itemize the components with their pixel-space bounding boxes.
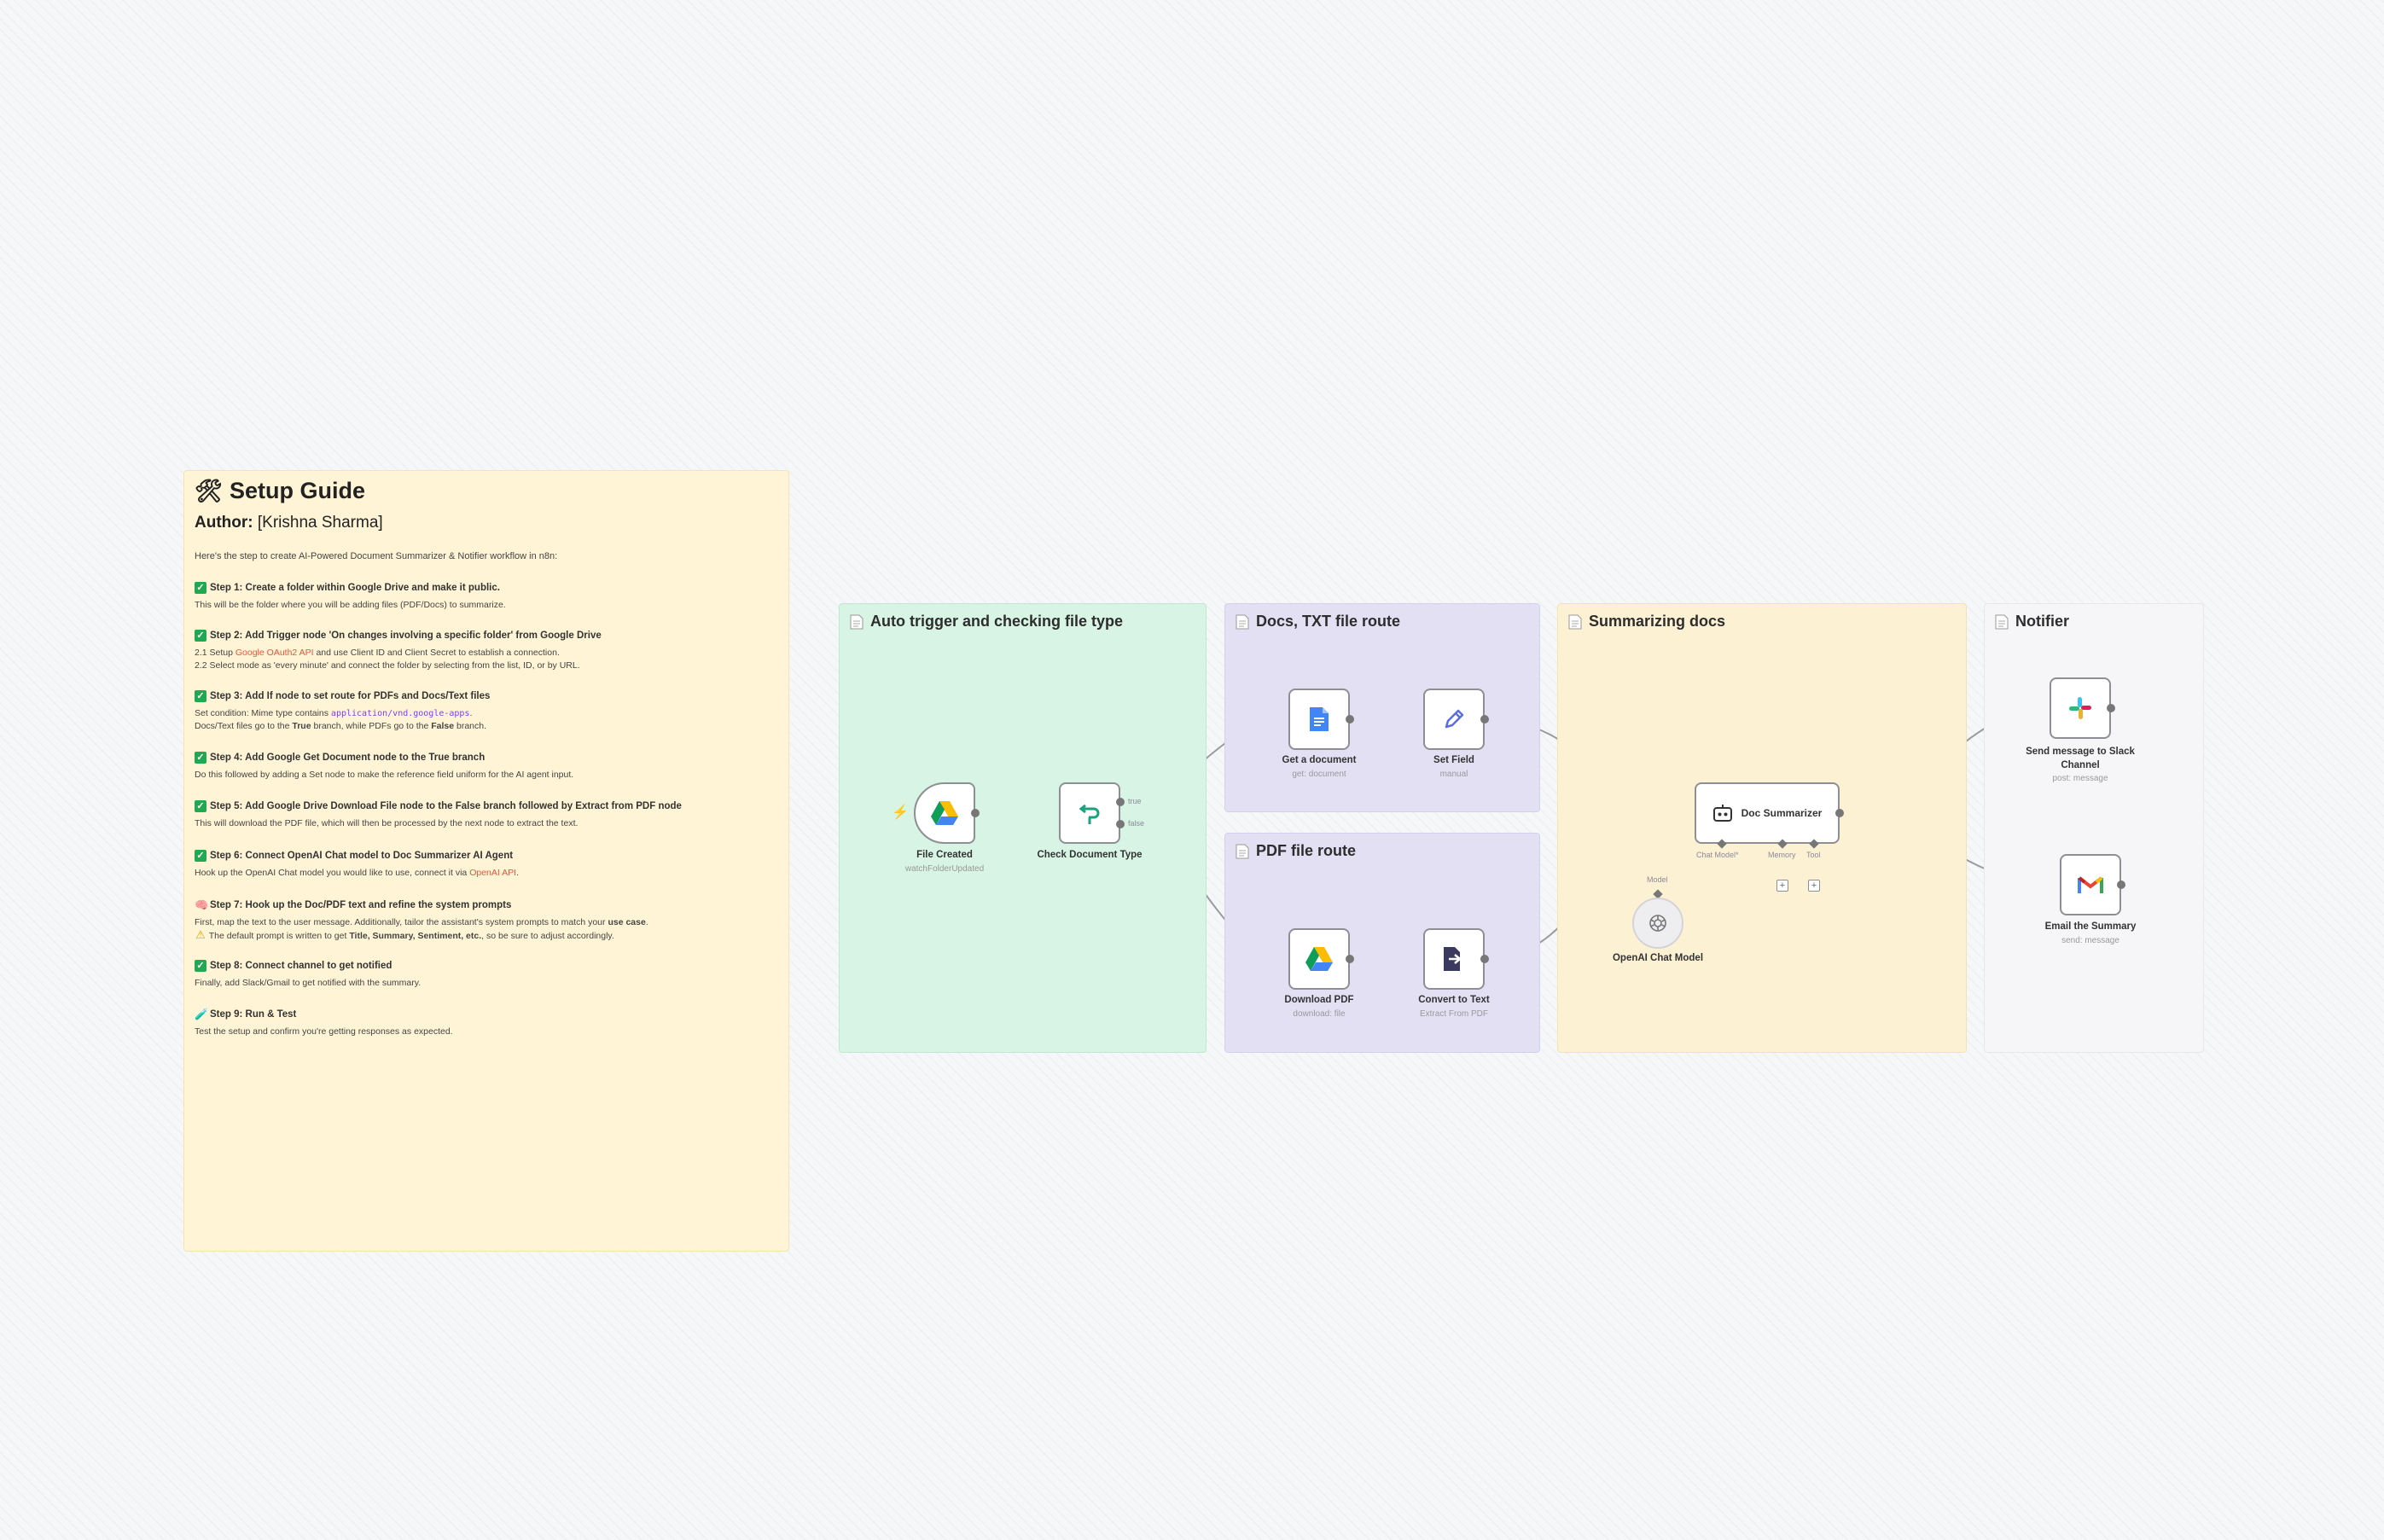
output-port[interactable] [1480,955,1489,963]
tool-label: Tool [1806,851,1821,859]
output-port[interactable] [1835,809,1844,817]
memory-label: Memory [1768,851,1796,859]
output-port[interactable] [971,809,980,817]
node-subtitle: send: message [2061,936,2119,945]
node-label: Convert to Text [1418,995,1490,1005]
group-title: Docs, TXT file route [1236,613,1400,631]
google-drive-icon [931,801,958,825]
node-label: Send message to Slack Channel [2026,747,2135,770]
node-send-slack-message[interactable] [2050,677,2111,739]
step-4: ✓Step 4: Add Google Get Document node to… [195,752,574,780]
check-icon: ✓ [195,630,206,642]
warning-icon: ⚠ [195,928,206,941]
node-label: Check Document Type [1037,850,1143,860]
note-icon [1568,614,1582,629]
google-docs-icon [1310,707,1329,731]
add-tool-button[interactable]: + [1808,880,1820,892]
group-pdf-route[interactable]: PDF file route [1224,833,1540,1053]
output-port[interactable] [1480,715,1489,724]
guide-intro: Here's the step to create AI-Powered Doc… [195,551,558,561]
openai-api-link[interactable]: OpenAI API [469,868,517,878]
output-port[interactable] [2107,704,2115,712]
google-drive-icon [1305,947,1333,971]
group-docs-txt-route[interactable]: Docs, TXT file route [1224,603,1540,812]
step-7: 🧠Step 7: Hook up the Doc/PDF text and re… [195,898,648,942]
robot-icon [1712,805,1732,822]
false-branch-label: false [1128,819,1145,828]
node-convert-to-text[interactable] [1423,928,1485,990]
output-port[interactable] [1346,955,1354,963]
false-output-port[interactable] [1116,820,1125,828]
node-subtitle: get: document [1292,770,1346,779]
test-tube-icon: 🧪 [195,1008,209,1020]
oauth-link[interactable]: Google OAuth2 API [235,648,314,658]
note-icon [1995,614,2009,629]
guide-title: 🛠 Setup Guide [195,478,366,503]
node-get-a-document[interactable] [1288,689,1350,750]
true-branch-label: true [1128,797,1142,805]
check-icon: ✓ [195,690,206,702]
trigger-bolt-icon: ⚡ [892,805,909,820]
node-subtitle: watchFolderUpdated [904,864,985,874]
gmail-icon [2078,876,2103,893]
tools-icon: 🛠 [195,478,224,503]
node-subtitle: post: message [2052,774,2108,783]
node-download-pdf[interactable] [1288,928,1350,990]
step-9: 🧪Step 9: Run & Test Test the setup and c… [195,1008,453,1037]
brain-icon: 🧠 [195,898,209,911]
node-label: File Created [916,850,973,860]
check-icon: ✓ [195,850,206,862]
chat-model-label: Chat Model* [1696,851,1739,859]
node-subtitle: manual [1439,770,1468,779]
node-openai-chat-model[interactable] [1632,898,1683,949]
setup-guide-note[interactable]: 🛠 Setup Guide Author: [Krishna Sharma] H… [183,470,789,1252]
guide-author: Author: [Krishna Sharma] [195,514,383,532]
node-email-summary[interactable] [2060,854,2121,915]
node-doc-summarizer[interactable]: Doc Summarizer [1695,782,1840,844]
true-output-port[interactable] [1116,798,1125,806]
note-icon [1236,614,1249,629]
output-port[interactable] [2117,880,2125,889]
step-5: ✓Step 5: Add Google Drive Download File … [195,800,682,828]
node-label: Download PDF [1284,995,1354,1005]
slack-icon [2069,697,2091,719]
check-icon: ✓ [195,960,206,972]
node-check-document-type[interactable] [1059,782,1120,844]
node-set-field[interactable] [1423,689,1485,750]
node-label: Get a document [1282,755,1357,765]
group-title: PDF file route [1236,842,1356,860]
step-2: ✓Step 2: Add Trigger node 'On changes in… [195,630,602,671]
group-title: Auto trigger and checking file type [850,613,1123,631]
node-file-created[interactable] [914,782,975,844]
group-notifier[interactable]: Notifier [1984,603,2204,1053]
openai-icon [1649,915,1666,932]
model-tag: Model [1647,875,1668,884]
node-subtitle: download: file [1293,1009,1346,1019]
node-label: Set Field [1433,755,1474,765]
step-8: ✓Step 8: Connect channel to get notified… [195,960,422,988]
step-1: ✓Step 1: Create a folder within Google D… [195,582,506,610]
output-port[interactable] [1346,715,1354,724]
pencil-icon [1445,709,1464,729]
node-subtitle: Extract From PDF [1419,1009,1488,1019]
extract-file-icon [1444,947,1462,971]
note-icon [850,614,863,629]
add-memory-button[interactable]: + [1776,880,1788,892]
check-icon: ✓ [195,752,206,764]
group-title: Summarizing docs [1568,613,1725,631]
check-icon: ✓ [195,582,206,594]
step-6: ✓Step 6: Connect OpenAI Chat model to Do… [195,850,519,878]
step-3: ✓Step 3: Add If node to set route for PD… [195,690,491,731]
if-branch-icon [1079,804,1100,824]
group-title: Notifier [1995,613,2069,631]
check-icon: ✓ [195,800,206,812]
group-auto-trigger[interactable]: Auto trigger and checking file type [839,603,1207,1053]
note-icon [1236,844,1249,858]
node-label: Email the Summary [2044,921,2137,932]
node-label: OpenAI Chat Model [1612,953,1704,963]
